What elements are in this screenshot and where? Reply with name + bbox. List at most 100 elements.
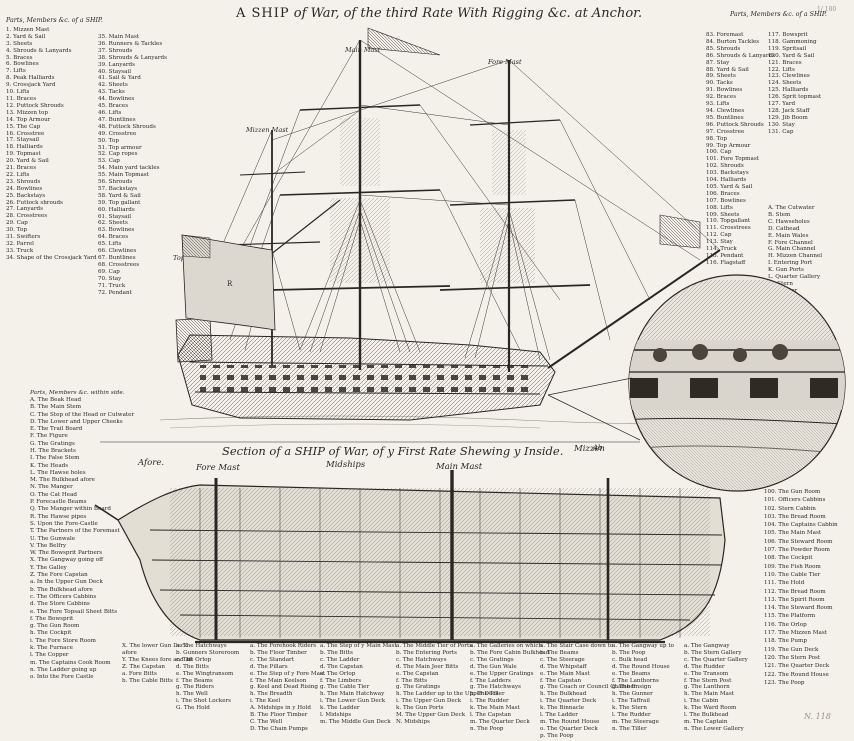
key-entry: g. The Gratings <box>396 684 441 691</box>
key-entry: 106. Braces <box>706 190 740 197</box>
key-entry: 88. Yard & Sail <box>706 66 749 73</box>
key-entry: L. The Hawse holes <box>30 469 86 476</box>
key-entry: 127. Yard <box>768 101 796 108</box>
key-entry: b. The Beams <box>540 649 579 656</box>
key-entry: 23. Shrouds <box>6 178 41 185</box>
key-entry: g. The Riders <box>176 684 214 691</box>
key-entry: 122. The Round House <box>764 671 829 678</box>
key-entry: i. The Lower Gun Deck <box>320 698 386 705</box>
key-entry: h. The Cockpit <box>30 630 72 637</box>
key-entry: 109. The Fish Room <box>764 563 821 570</box>
section-main-mast-label: Main Mast <box>436 462 483 472</box>
key-entry: 20. Yard & Sail <box>6 158 49 165</box>
key-entry: c. The Ladder <box>320 656 360 663</box>
key-entry: i. The Keel <box>250 698 281 705</box>
key-entry: H. The Brackets <box>30 447 76 454</box>
key-entry: l. Midships <box>320 712 352 719</box>
key-entry: i. The Fore Store Room <box>30 637 96 644</box>
key-entry: e. The Upper Gratings <box>470 670 534 677</box>
key-entry: 112. The Bread Room <box>764 588 826 595</box>
key-entry: 107. The Powder Room <box>764 547 830 554</box>
key-entry: 38. Shrouds & Lanyards <box>98 54 168 61</box>
key-entry: b. The Floor Timber <box>250 649 307 656</box>
key-entry: A. The Beak Head <box>30 396 82 403</box>
key-entry: d. The Whipstaff <box>540 663 587 670</box>
key-entry: 111. Crosstrees <box>706 225 751 232</box>
key-entry: A. The Cutwater <box>768 205 815 211</box>
afore-label: Afore. <box>138 458 165 468</box>
key-entry: i. The Quarter Deck <box>540 698 597 705</box>
mizzen-mast-label: Mizzen Mast <box>246 126 289 134</box>
key-entry: 27. Lanyards <box>6 206 43 213</box>
key-entry: k. The Ward Room <box>684 705 737 712</box>
key-entry: 37. Shrouds <box>98 47 133 54</box>
key-entry: 16. Crosstree <box>6 130 45 137</box>
key-entry: h. The Breadth <box>250 691 293 698</box>
key-entry: 126. Sprit topmast <box>768 94 822 101</box>
key-entry: 15. The Cap <box>6 123 41 130</box>
key-entry: 119. Spritsail <box>768 45 807 52</box>
key-entry: 99. Top Armour <box>706 142 751 149</box>
key-entry: F. Fore Channel <box>768 239 813 246</box>
corner-mark-bottom: N. 118 <box>804 712 831 721</box>
key-entry: Y. The Knees fore and aft <box>122 656 194 663</box>
key-entry: B. The Floor Timber <box>250 712 308 719</box>
key-entry: D. The Lower and Upper Cheeks <box>30 418 123 425</box>
key-entry: i. The Rudder <box>470 698 509 705</box>
key-entry: 19. Topmast <box>6 151 41 158</box>
key-entry: 42. Sheets <box>98 82 128 89</box>
key-entry: 117. The Mizzen Mast <box>764 630 827 637</box>
key-entry: 32. Parrel <box>6 241 34 247</box>
key-entry: h. The Ladder up to the Upper Deck <box>396 691 499 698</box>
key-entry: 61. Staysail <box>98 213 132 220</box>
key-entry: 2. Yard & Sail <box>6 33 46 40</box>
key-entry: i. The Shot Lockers <box>176 698 232 705</box>
key-entry: R. The Hawse pipes <box>30 513 87 520</box>
section-mizzen-label: Mizzen <box>574 444 605 454</box>
key-entry: f. The Limbers <box>320 677 362 684</box>
key-entry: 110. The Cable Tier <box>764 571 821 578</box>
key-entry: f. The Beams <box>176 677 213 684</box>
key-entry: 87. Stay <box>706 59 730 66</box>
key-entry: 118. The Pump <box>764 638 807 645</box>
section-key-left-header: Parts, Members &c. within side. <box>30 390 125 396</box>
key-entry: P. Forecastle Beams <box>30 499 87 506</box>
key-entry: 14. Top Armour <box>6 116 51 123</box>
key-entry: 50. Top <box>98 137 119 144</box>
key-entry: i. The Cabin <box>684 698 719 705</box>
key-entry: X. The lower Gun Deck <box>122 643 188 649</box>
key-entry: 43. Tacks <box>98 89 125 96</box>
key-entry: 124. Sheets <box>768 80 802 87</box>
key-entry: f. The Bitts <box>396 677 428 684</box>
key-entry: 111. The Hold <box>764 580 805 587</box>
key-entry: f. The Ladders <box>470 677 511 684</box>
key-entry: X. The Gangway going off <box>30 557 104 564</box>
key-entry: Z. The Capstan <box>122 663 166 670</box>
abaft-label: Ab <box>593 444 603 452</box>
key-entry: 98. Top <box>706 135 727 142</box>
key-entry: 53. Cap <box>98 158 120 165</box>
key-entry: a. Fore Bitts <box>122 670 157 677</box>
key-entry: 52. Cap ropes <box>98 151 138 158</box>
key-entry: 118. Gammoning <box>768 38 817 45</box>
key-entry: c. The Orlop <box>176 656 212 663</box>
key-entry: 89. Sheets <box>706 73 736 80</box>
key-entry: 33. Truck <box>6 247 34 254</box>
key-entry: 5. Braces <box>6 54 33 61</box>
key-entry: 125. Halliards <box>768 87 809 94</box>
key-entry: b. The Bulkhead afore <box>30 586 93 593</box>
key-entry: 17. Staysail <box>6 137 40 144</box>
key-entry: c. Bulk head <box>612 656 648 663</box>
key-entry: g. The Hatchways <box>470 684 521 691</box>
key-entry: 119. The Gun Deck <box>764 646 819 653</box>
key-entry: 121. Braces <box>768 59 802 66</box>
